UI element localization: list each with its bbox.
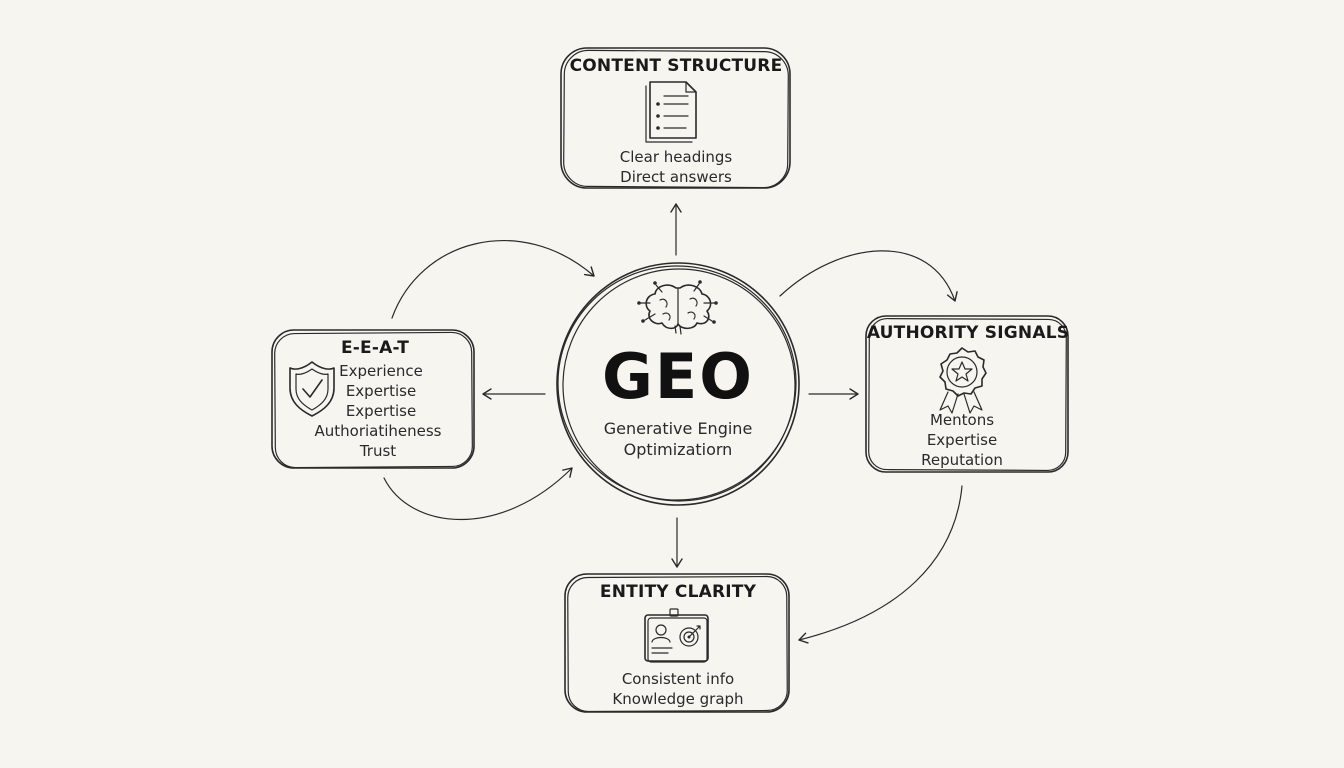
award-badge-icon	[939, 347, 987, 414]
eeat-box	[271, 329, 475, 469]
authority-signals-line-3: Reputation	[921, 451, 1003, 469]
eeat-line-2: Expertise	[345, 382, 417, 400]
eeat-title: E-E-A-T	[340, 338, 410, 358]
shield-check-icon	[289, 361, 335, 417]
eeat-line-3: Expertise	[345, 402, 417, 420]
geo-subtitle-line-1: Generative Engine	[603, 419, 753, 438]
geo-title: GEO	[602, 340, 754, 413]
eeat-line-4: Authoriatiheness	[314, 422, 442, 440]
curve-arrow-eeat-to-center-bottom	[383, 467, 573, 521]
entity-clarity-line-1: Consistent info	[621, 670, 735, 688]
brain-icon	[637, 280, 718, 335]
authority-signals-line-2: Expertise	[926, 431, 998, 449]
document-icon	[645, 81, 697, 143]
geo-subtitle-line-2: Optimizatiorn	[623, 440, 733, 459]
curve-arrow-eeat-to-center-top	[391, 240, 595, 319]
id-card-icon	[644, 608, 709, 663]
content-structure-line-1: Clear headings	[619, 148, 733, 166]
content-structure-title: CONTENT STRUCTURE	[569, 56, 783, 76]
eeat-line-5: Trust	[359, 442, 397, 460]
eeat-line-1: Experience	[339, 362, 423, 380]
authority-signals-box	[865, 315, 1069, 473]
curve-arrow-center-to-authority	[779, 250, 958, 302]
content-structure-box	[560, 47, 791, 189]
entity-clarity-line-2: Knowledge graph	[612, 690, 744, 708]
curve-arrow-authority-to-entity	[798, 485, 963, 644]
entity-clarity-box	[564, 573, 790, 713]
content-structure-line-2: Direct answers	[620, 168, 732, 186]
authority-signals-title: AUTHORITY SIGNALS	[866, 323, 1070, 343]
authority-signals-line-1: Mentons	[929, 411, 995, 429]
entity-clarity-title: ENTITY CLARITY	[599, 582, 757, 602]
geo-circle	[556, 262, 800, 506]
